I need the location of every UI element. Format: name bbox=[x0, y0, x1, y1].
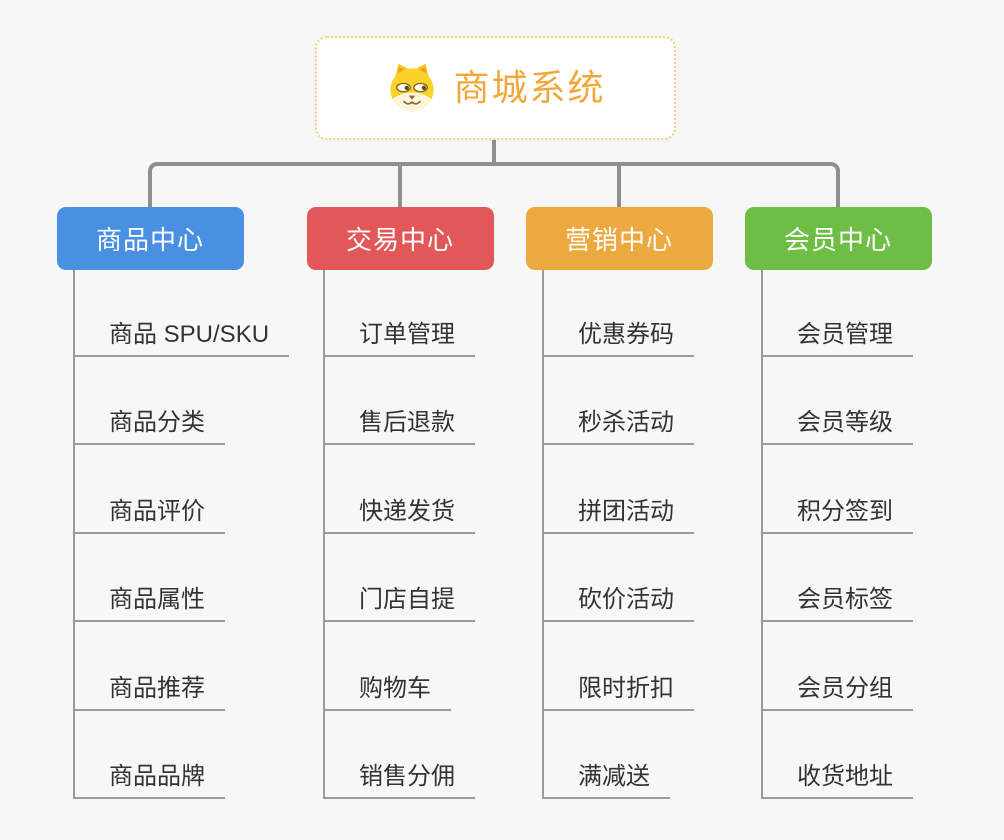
leaf-node[interactable]: 会员等级 bbox=[763, 357, 913, 445]
leaf-node[interactable]: 快递发货 bbox=[325, 445, 475, 534]
leaf-node[interactable]: 商品属性 bbox=[75, 534, 225, 622]
leaf-node[interactable]: 商品分类 bbox=[75, 357, 225, 445]
leaf-node[interactable]: 优惠券码 bbox=[544, 270, 694, 357]
leaf-node[interactable]: 商品推荐 bbox=[75, 622, 225, 711]
branch-node-2[interactable]: 交易中心 bbox=[306, 207, 494, 270]
leaf-node[interactable]: 会员管理 bbox=[763, 270, 913, 357]
leaf-node[interactable]: 销售分佣 bbox=[325, 711, 475, 799]
leaf-node[interactable]: 售后退款 bbox=[325, 357, 475, 445]
connector-bus-left bbox=[148, 162, 494, 210]
branch-children-2: 订单管理售后退款快递发货门店自提购物车销售分佣 bbox=[323, 270, 475, 799]
leaf-node[interactable]: 商品 SPU/SKU bbox=[75, 270, 290, 357]
doge-icon bbox=[390, 63, 435, 112]
leaf-node[interactable]: 购物车 bbox=[325, 622, 451, 711]
leaf-node[interactable]: 限时折扣 bbox=[544, 622, 694, 711]
leaf-node[interactable]: 拼团活动 bbox=[544, 445, 694, 534]
connector-drop-branch-2 bbox=[398, 166, 402, 208]
leaf-node[interactable]: 秒杀活动 bbox=[544, 357, 694, 445]
leaf-node[interactable]: 砍价活动 bbox=[544, 534, 694, 622]
leaf-node[interactable]: 商品品牌 bbox=[75, 711, 225, 799]
root-node[interactable]: 商城系统 bbox=[315, 36, 676, 140]
branch-children-3: 优惠券码秒杀活动拼团活动砍价活动限时折扣满减送 bbox=[542, 270, 694, 799]
leaf-node[interactable]: 满减送 bbox=[544, 711, 670, 799]
root-title: 商城系统 bbox=[453, 67, 606, 108]
leaf-node[interactable]: 订单管理 bbox=[325, 270, 475, 357]
leaf-node[interactable]: 积分签到 bbox=[763, 445, 913, 534]
leaf-node[interactable]: 商品评价 bbox=[75, 445, 225, 534]
branch-node-4[interactable]: 会员中心 bbox=[744, 207, 932, 270]
branch-node-1[interactable]: 商品中心 bbox=[56, 207, 244, 270]
leaf-node[interactable]: 收货地址 bbox=[763, 711, 913, 799]
leaf-node[interactable]: 门店自提 bbox=[325, 534, 475, 622]
connector-bus-right bbox=[494, 162, 840, 210]
branch-children-4: 会员管理会员等级积分签到会员标签会员分组收货地址 bbox=[761, 270, 913, 799]
connector-drop-branch-3 bbox=[617, 166, 621, 208]
leaf-node[interactable]: 会员分组 bbox=[763, 622, 913, 711]
leaf-node[interactable]: 会员标签 bbox=[763, 534, 913, 622]
branch-node-3[interactable]: 营销中心 bbox=[525, 207, 713, 270]
connector-root-stem bbox=[492, 139, 496, 166]
